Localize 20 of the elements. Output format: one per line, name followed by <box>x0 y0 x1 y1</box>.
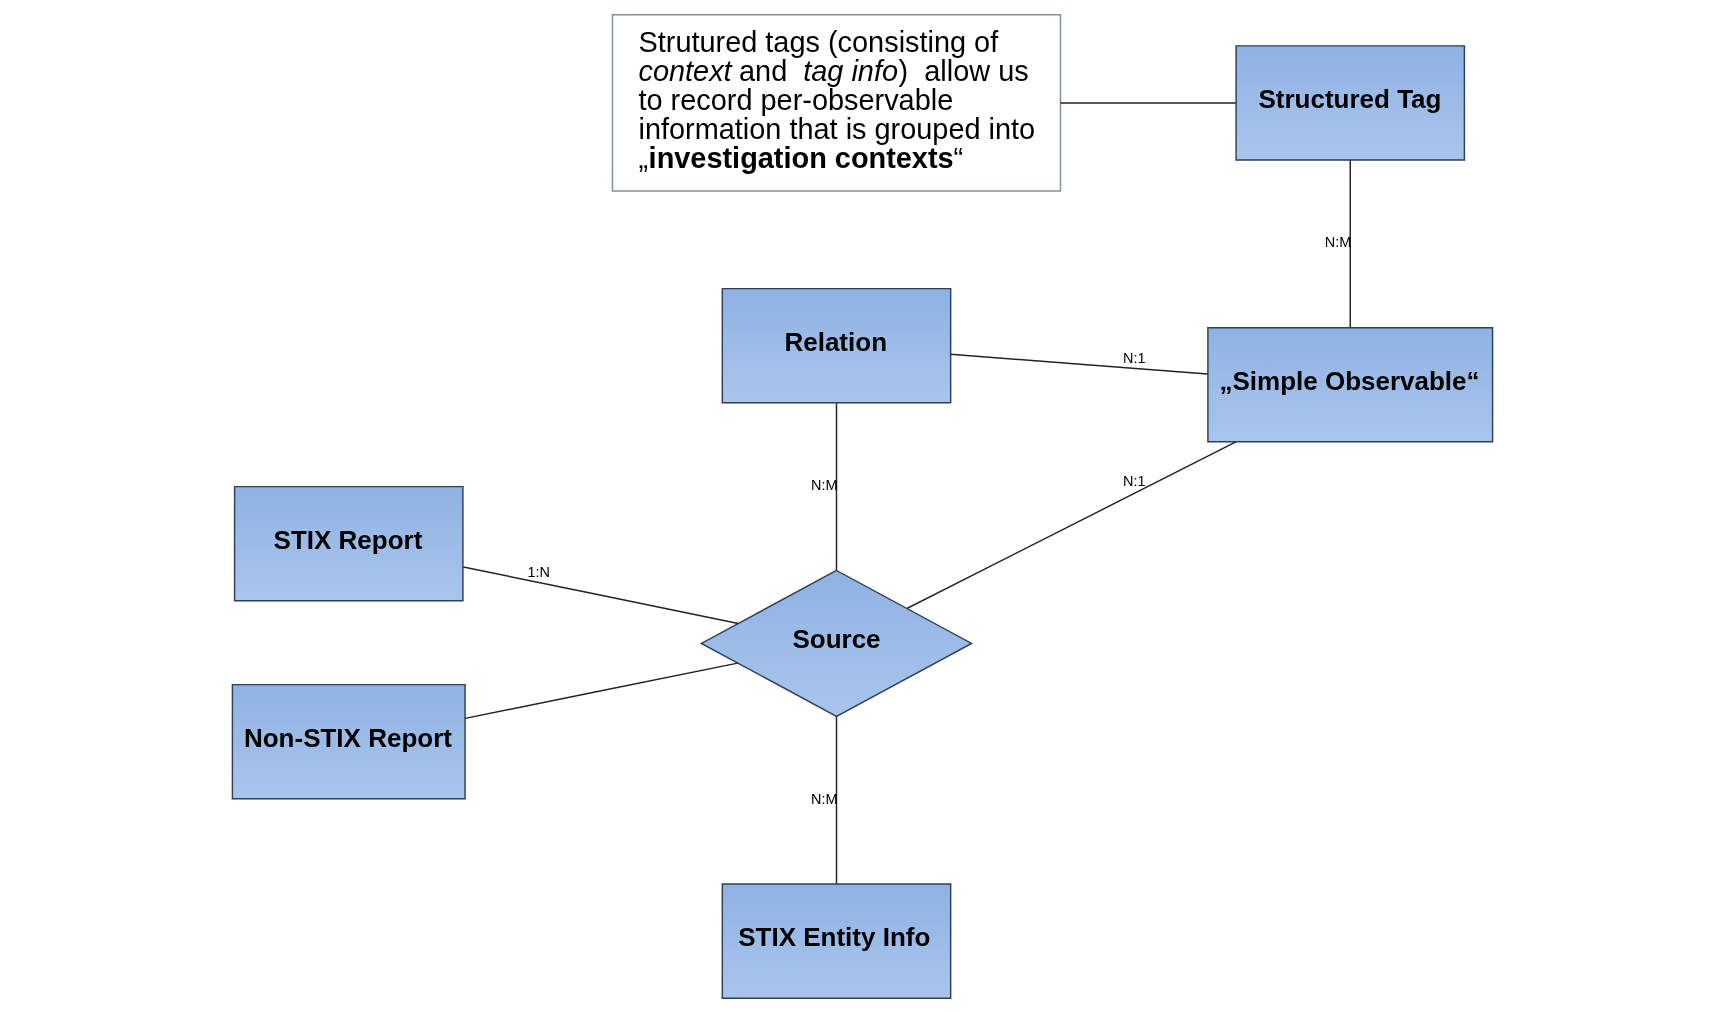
connector <box>949 353 1209 375</box>
edge-label: N:M <box>1324 233 1352 250</box>
edge-label: N:1 <box>1122 349 1146 366</box>
node-box: Strutured tags (consisting of context and tag info) allow us to record per-observable information that is grouped into „investigation contexts“ <box>611 13 1062 192</box>
connector <box>1349 158 1351 328</box>
node-box: Structured Tag <box>1235 44 1466 161</box>
node-diamond: Source <box>699 569 974 717</box>
connector <box>1059 101 1237 104</box>
node-box: „Simple Observable“ <box>1207 326 1494 443</box>
node-box: Non-STIX Report <box>231 683 466 799</box>
connector <box>835 715 838 884</box>
connector <box>906 440 1237 609</box>
connector <box>462 565 739 624</box>
node-box: STIX Entity Info <box>721 882 952 999</box>
connector <box>464 661 739 719</box>
node-box: Relation <box>721 287 952 404</box>
edge-label: N:1 <box>1122 472 1146 489</box>
node-box: STIX Report <box>233 485 464 602</box>
connector <box>835 402 838 571</box>
edge-label: 1:N <box>527 563 551 580</box>
